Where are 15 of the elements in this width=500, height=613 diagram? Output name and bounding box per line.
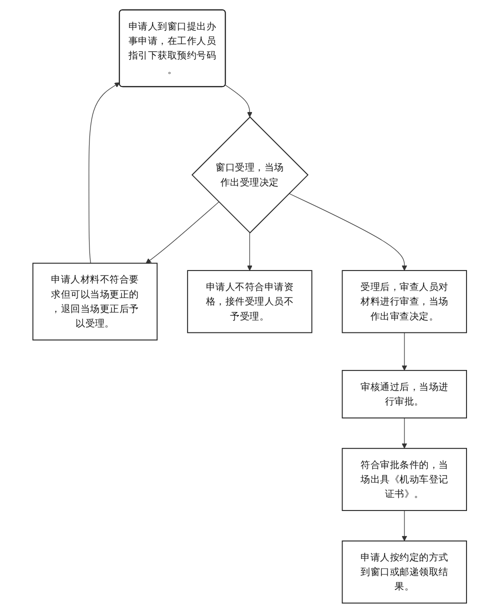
arrow — [402, 332, 408, 371]
arrow — [289, 193, 408, 271]
arrow — [225, 84, 253, 118]
node-box: 受理后，审查人员对材料进行审查，当场作出审查决定。 — [342, 270, 468, 334]
node-box: 申请人按约定的方式到窗口或邮递领取结果。 — [342, 540, 468, 604]
arrow — [247, 232, 253, 271]
node-diamond: 窗口受理，当场作出受理决定 — [192, 116, 309, 234]
node-box: 申请人不符合申请资格，接件受理人员不予受理。 — [187, 270, 313, 334]
arrow — [88, 82, 120, 264]
node-box: 申请人材料不符合要求但可以当场更正的，退回当场更正后予以受理。 — [32, 262, 158, 340]
arrow — [402, 510, 408, 542]
node-box: 符合审批条件的，当场出具《机动车登记证书》。 — [342, 448, 468, 511]
arrow — [146, 202, 220, 264]
node-box: 审核通过后，当场进行审批。 — [342, 370, 468, 418]
arrow — [402, 418, 408, 449]
